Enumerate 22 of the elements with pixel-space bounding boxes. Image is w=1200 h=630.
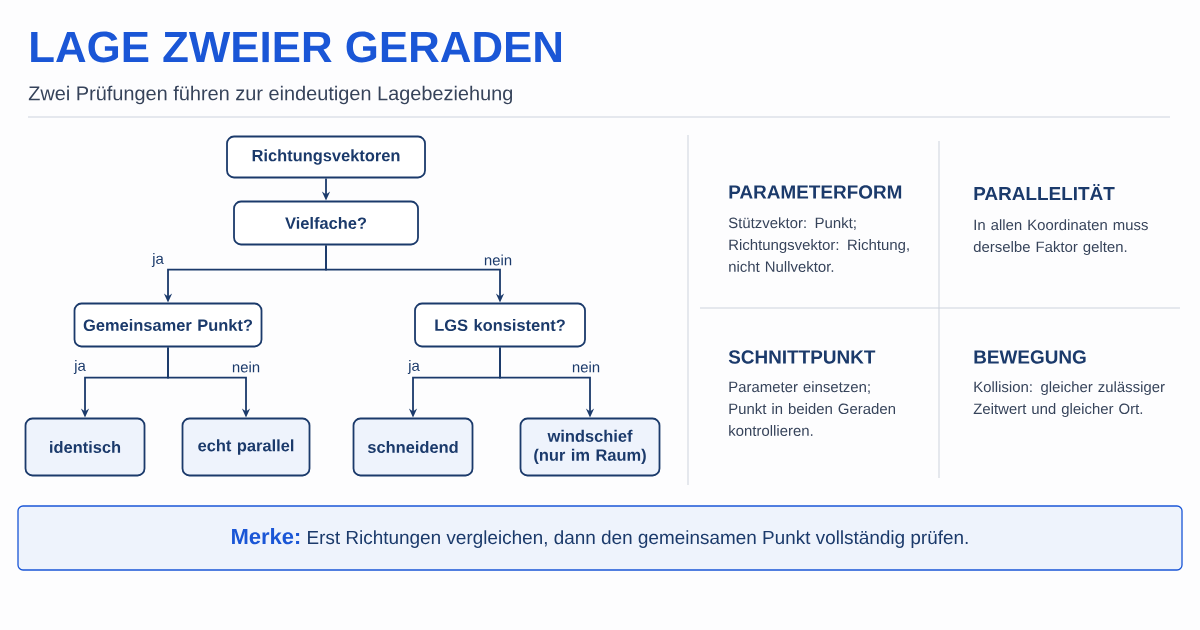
decision-box: Gemeinsamer Punkt? — [73, 302, 263, 348]
decision-box: LGS konsistent? — [414, 302, 586, 348]
result-box: echt parallel — [181, 417, 311, 477]
panel-heading: PARAMETERFORM — [729, 185, 902, 199]
decision-box: Richtungsvektoren — [226, 135, 426, 179]
title: LAGE ZWEIER GERADEN — [31, 31, 561, 63]
panel-text: Stützvektor: Punkt; Richtungsvektor: Richtung, nicht Nullvektor. — [728, 217, 909, 272]
edge-label: nein — [482, 253, 514, 267]
panel-text: Parameter einsetzen; Punkt in beiden Geraden kontrollieren. — [729, 381, 895, 436]
result-box: windschief (nur im Raum) — [519, 417, 661, 477]
edge-label: nein — [230, 360, 262, 374]
panel-heading: BEWEGUNG — [974, 350, 1086, 364]
subtitle: Zwei Prüfungen führen zur eindeutigen Lagebeziehung — [28, 85, 512, 105]
panel-heading: SCHNITTPUNKT — [728, 350, 876, 364]
result-box: schneidend — [352, 417, 474, 477]
note-box: Merke: Erst Richtungen vergleichen, dann den gemeinsamen Punkt vollständig prüfen. — [17, 505, 1183, 571]
decision-box: Vielfache? — [233, 200, 419, 246]
result-box: identisch — [24, 417, 146, 477]
edge-label: nein — [570, 360, 602, 374]
panel-heading: PARALLELITÄT — [974, 183, 1115, 201]
panel-text: Kollision: gleicher zulässiger Zeitwert und gleicher Ort. — [973, 381, 1165, 418]
panel-text: In allen Koordinaten muss derselbe Faktor gelten. — [973, 219, 1148, 256]
